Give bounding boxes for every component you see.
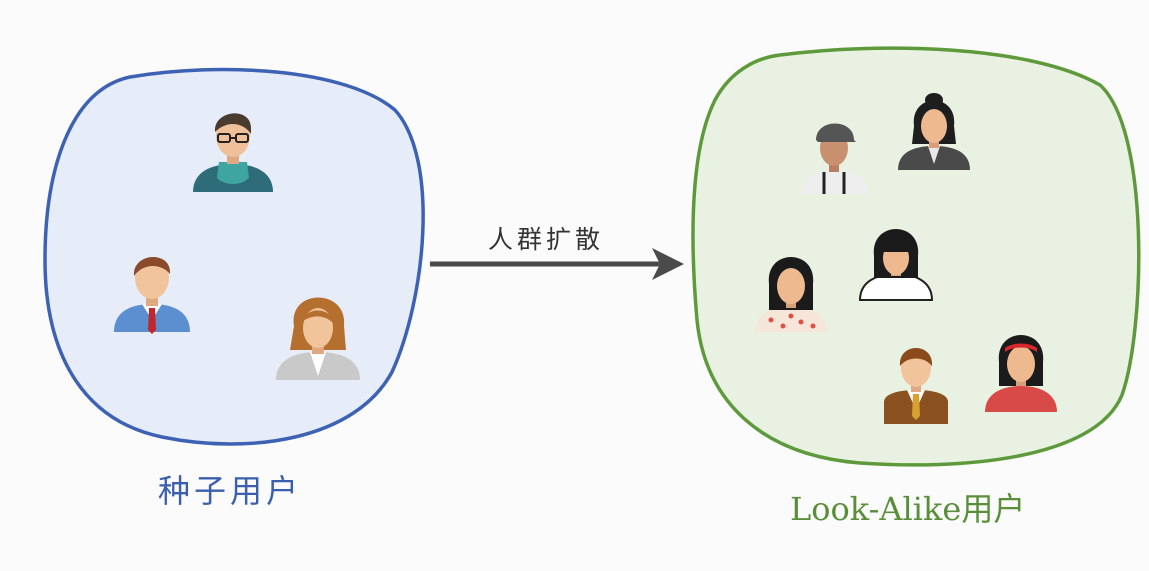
- man-cap-suspenders-icon: [800, 123, 868, 194]
- expansion-arrow: [430, 248, 684, 280]
- seed-users-region: [43, 67, 425, 446]
- man-brown-suit-icon: [884, 348, 948, 424]
- woman-dark-blazer-icon: [898, 93, 970, 170]
- woman-gray-blazer-icon: [276, 297, 360, 380]
- woman-red-headband-icon: [985, 335, 1057, 412]
- man-glasses-scarf-icon: [193, 113, 273, 192]
- seed-users-label: 种子用户: [158, 472, 303, 510]
- woman-floral-top-icon: [755, 257, 827, 332]
- woman-white-top-icon: [858, 229, 934, 301]
- man-blue-suit-icon: [114, 256, 190, 334]
- expansion-arrow-label: 人群扩散: [488, 225, 605, 254]
- lookalike-users-label: Look-Alike用户: [790, 490, 1026, 528]
